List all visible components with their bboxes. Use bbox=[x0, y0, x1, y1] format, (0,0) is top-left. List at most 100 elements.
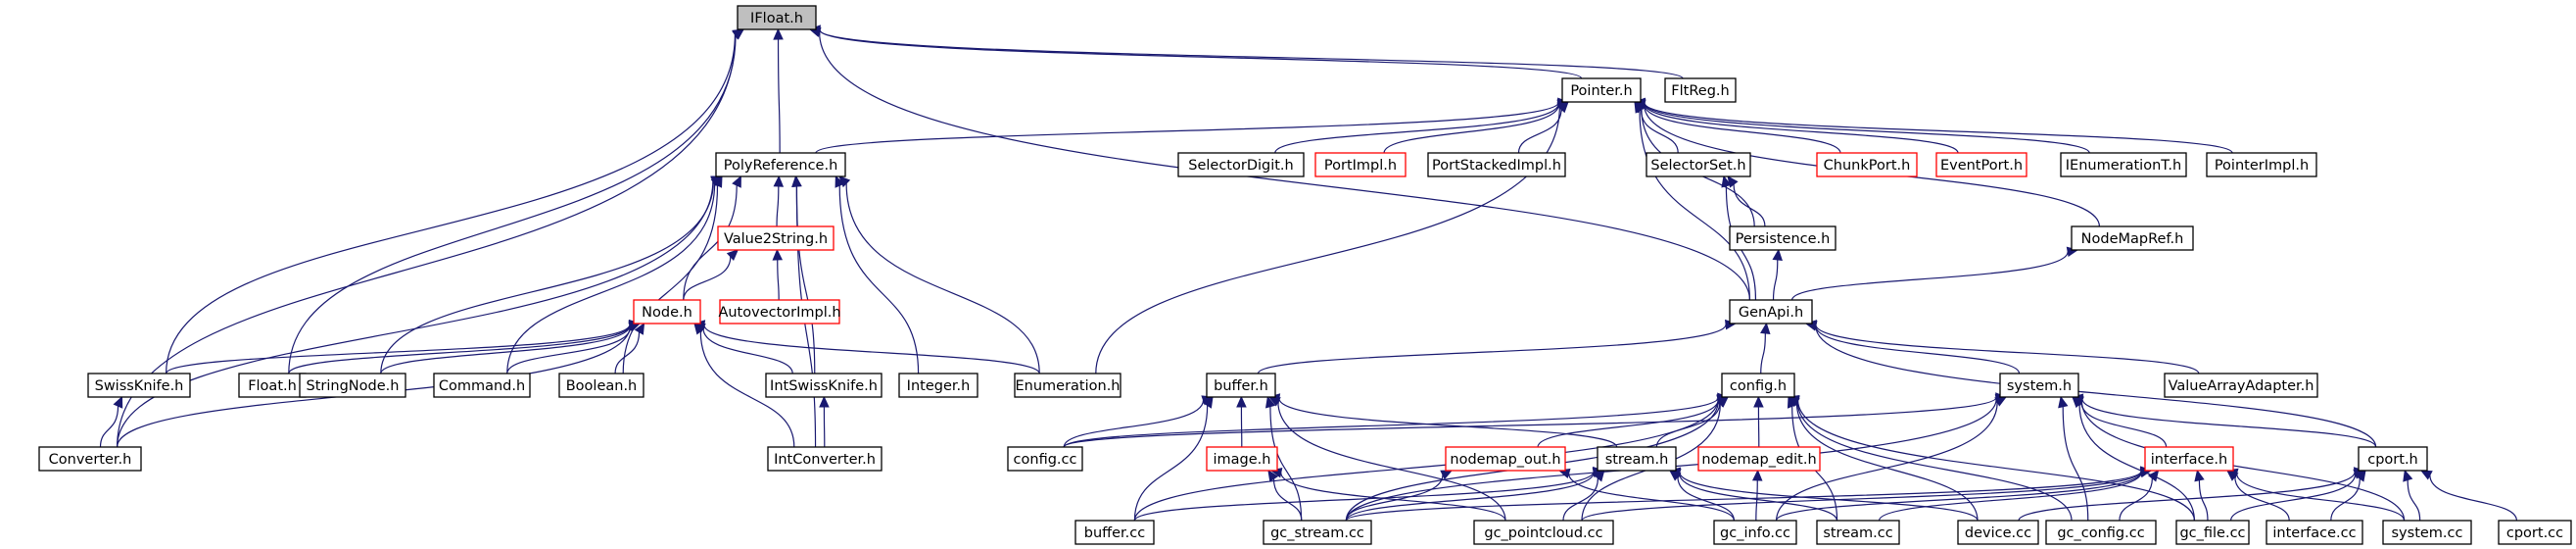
graph-node-chunkport[interactable]: ChunkPort.h bbox=[1816, 152, 1918, 177]
node-box bbox=[2071, 225, 2194, 251]
graph-node-command[interactable]: Command.h bbox=[433, 373, 531, 398]
graph-node-genapi[interactable]: GenApi.h bbox=[1729, 299, 1813, 324]
edge-selectorset-to-pointer bbox=[1640, 109, 1679, 154]
graph-node-configh[interactable]: config.h bbox=[1721, 373, 1795, 398]
node-box bbox=[2358, 446, 2428, 472]
node-box bbox=[1935, 152, 2027, 177]
node-box bbox=[719, 299, 840, 324]
graph-node-converter[interactable]: Converter.h bbox=[38, 446, 142, 472]
arrowhead-gcpointcloud-to-configh bbox=[1716, 396, 1729, 408]
edge-bufferh-to-genapi bbox=[1257, 324, 1727, 374]
graph-node-node[interactable]: Node.h bbox=[633, 299, 701, 324]
graph-node-cporth[interactable]: cport.h bbox=[2358, 446, 2428, 472]
edge-stringnode-to-node bbox=[380, 324, 631, 374]
graph-node-enumeration[interactable]: Enumeration.h bbox=[1014, 373, 1121, 398]
edge-float-to-ifloat bbox=[288, 35, 737, 374]
node-box bbox=[1999, 373, 2079, 398]
graph-node-float[interactable]: Float.h bbox=[238, 373, 307, 398]
node-box bbox=[1597, 446, 1677, 472]
graph-node-portimpl[interactable]: PortImpl.h bbox=[1314, 152, 1407, 177]
edge-polyref-to-ifloat bbox=[777, 38, 781, 154]
node-box bbox=[1014, 373, 1121, 398]
edge-configcc-to-bufferh bbox=[1063, 400, 1205, 448]
graph-node-buffercc[interactable]: buffer.cc bbox=[1074, 520, 1155, 545]
graph-node-gcconfig[interactable]: gc_config.cc bbox=[2045, 520, 2157, 545]
node-label: GenApi.h bbox=[1739, 305, 1803, 321]
graph-node-swissknife[interactable]: SwissKnife.h bbox=[87, 373, 191, 398]
node-box bbox=[1007, 446, 1083, 472]
edge-value2string-to-polyref bbox=[776, 185, 780, 227]
graph-node-configcc[interactable]: config.cc bbox=[1007, 446, 1083, 472]
graph-node-interfaceh[interactable]: interface.h bbox=[2144, 446, 2234, 472]
graph-node-imageh[interactable]: image.h bbox=[1206, 446, 1278, 472]
node-box bbox=[1816, 520, 1900, 545]
edge-chunkport-to-pointer bbox=[1644, 104, 1841, 154]
edge-gcpointcloud-to-interfaceh bbox=[1581, 471, 2142, 522]
graph-node-stringnode[interactable]: StringNode.h bbox=[299, 373, 406, 398]
node-box bbox=[299, 373, 406, 398]
graph-node-pointerimpl[interactable]: PointerImpl.h bbox=[2206, 152, 2317, 177]
graph-node-bufferh[interactable]: buffer.h bbox=[1206, 373, 1276, 398]
graph-node-streamcc[interactable]: stream.cc bbox=[1816, 520, 1900, 545]
edge-persistence-to-selectorset bbox=[1733, 184, 1766, 227]
graph-node-nodemapedit[interactable]: nodemap_edit.h bbox=[1697, 446, 1821, 472]
edges-layer bbox=[99, 25, 2517, 522]
graph-node-systemh[interactable]: system.h bbox=[1999, 373, 2079, 398]
edge-intconverter-to-node bbox=[699, 330, 795, 448]
graph-node-streamh[interactable]: stream.h bbox=[1597, 446, 1677, 472]
graph-node-boolean[interactable]: Boolean.h bbox=[558, 373, 644, 398]
graph-node-portstacked[interactable]: PortStackedImpl.h bbox=[1427, 152, 1566, 177]
graph-node-value2string[interactable]: Value2String.h bbox=[717, 225, 835, 251]
graph-node-nodemapref[interactable]: NodeMapRef.h bbox=[2071, 225, 2194, 251]
graph-node-selectordigit[interactable]: SelectorDigit.h bbox=[1177, 152, 1305, 177]
graph-node-gcinfo[interactable]: gc_info.cc bbox=[1713, 520, 1797, 545]
arrowhead-genapi-to-selectorset bbox=[1721, 175, 1732, 188]
edge-enumeration-to-polyref bbox=[845, 183, 1040, 374]
graph-node-eventport[interactable]: EventPort.h bbox=[1935, 152, 2027, 177]
graph-node-persistence[interactable]: Persistence.h bbox=[1729, 225, 1837, 251]
graph-node-ienumt[interactable]: IEnumerationT.h bbox=[2060, 152, 2187, 177]
graph-node-gcfile[interactable]: gc_file.cc bbox=[2175, 520, 2250, 545]
graph-node-devicecc[interactable]: device.cc bbox=[1957, 520, 2039, 545]
arrowhead-intconverter-to-intswiss bbox=[819, 395, 830, 408]
graph-node-selectorset[interactable]: SelectorSet.h bbox=[1646, 152, 1751, 177]
graph-node-intconverter[interactable]: IntConverter.h bbox=[767, 446, 883, 472]
arrowhead-gcinfo-to-nodemapedit bbox=[1751, 469, 1763, 481]
node-label: gc_info.cc bbox=[1720, 525, 1790, 541]
graph-node-gcstream[interactable]: gc_stream.cc bbox=[1263, 520, 1372, 545]
edge-nodemapout-to-configh bbox=[1537, 399, 1719, 448]
graph-node-polyref[interactable]: PolyReference.h bbox=[715, 152, 846, 177]
graph-node-valuearray[interactable]: ValueArrayAdapter.h bbox=[2164, 373, 2318, 398]
edge-intswiss-to-node bbox=[702, 327, 793, 374]
edge-command-to-polyref bbox=[506, 182, 716, 374]
arrowhead-configh-to-genapi bbox=[1760, 322, 1771, 335]
graph-node-systemcc[interactable]: system.cc bbox=[2382, 520, 2472, 545]
node-label: nodemap_out.h bbox=[1450, 452, 1560, 468]
edge-converter-to-swissknife bbox=[99, 406, 119, 448]
edge-genapi-to-ifloat bbox=[819, 31, 1750, 301]
edge-interfaceh-to-systemh bbox=[2080, 401, 2168, 448]
graph-node-intswiss[interactable]: IntSwissKnife.h bbox=[765, 373, 883, 398]
edge-interfacecc-to-interfaceh bbox=[2234, 476, 2290, 522]
graph-node-interfacecc[interactable]: interface.cc bbox=[2266, 520, 2363, 545]
edge-gcfile-to-systemh bbox=[2078, 404, 2195, 522]
graph-node-ifloat[interactable]: IFloat.h bbox=[737, 5, 817, 30]
edge-command-to-node bbox=[506, 326, 632, 374]
edge-genapi-to-persistence bbox=[1772, 259, 1779, 301]
arrowhead-autovector-to-value2string bbox=[772, 248, 784, 261]
arrowhead-boolean-to-polyref bbox=[712, 175, 723, 188]
node-box bbox=[1957, 520, 2039, 545]
graph-node-pointer[interactable]: Pointer.h bbox=[1561, 77, 1642, 103]
arrowhead-value2string-to-polyref bbox=[773, 175, 785, 187]
graph-node-integer[interactable]: Integer.h bbox=[898, 373, 978, 398]
node-box bbox=[717, 225, 835, 251]
graph-node-cportcc[interactable]: cport.cc bbox=[2498, 520, 2572, 545]
graph-node-gcpointcloud[interactable]: gc_pointcloud.cc bbox=[1473, 520, 1614, 545]
graph-node-autovector[interactable]: AutovectorImpl.h bbox=[718, 299, 841, 324]
node-label: Command.h bbox=[439, 378, 525, 394]
node-box bbox=[1177, 152, 1305, 177]
graph-node-nodemapout[interactable]: nodemap_out.h bbox=[1445, 446, 1566, 472]
graph-node-fltreg[interactable]: FltReg.h bbox=[1664, 77, 1737, 103]
node-label: SelectorDigit.h bbox=[1188, 158, 1293, 174]
